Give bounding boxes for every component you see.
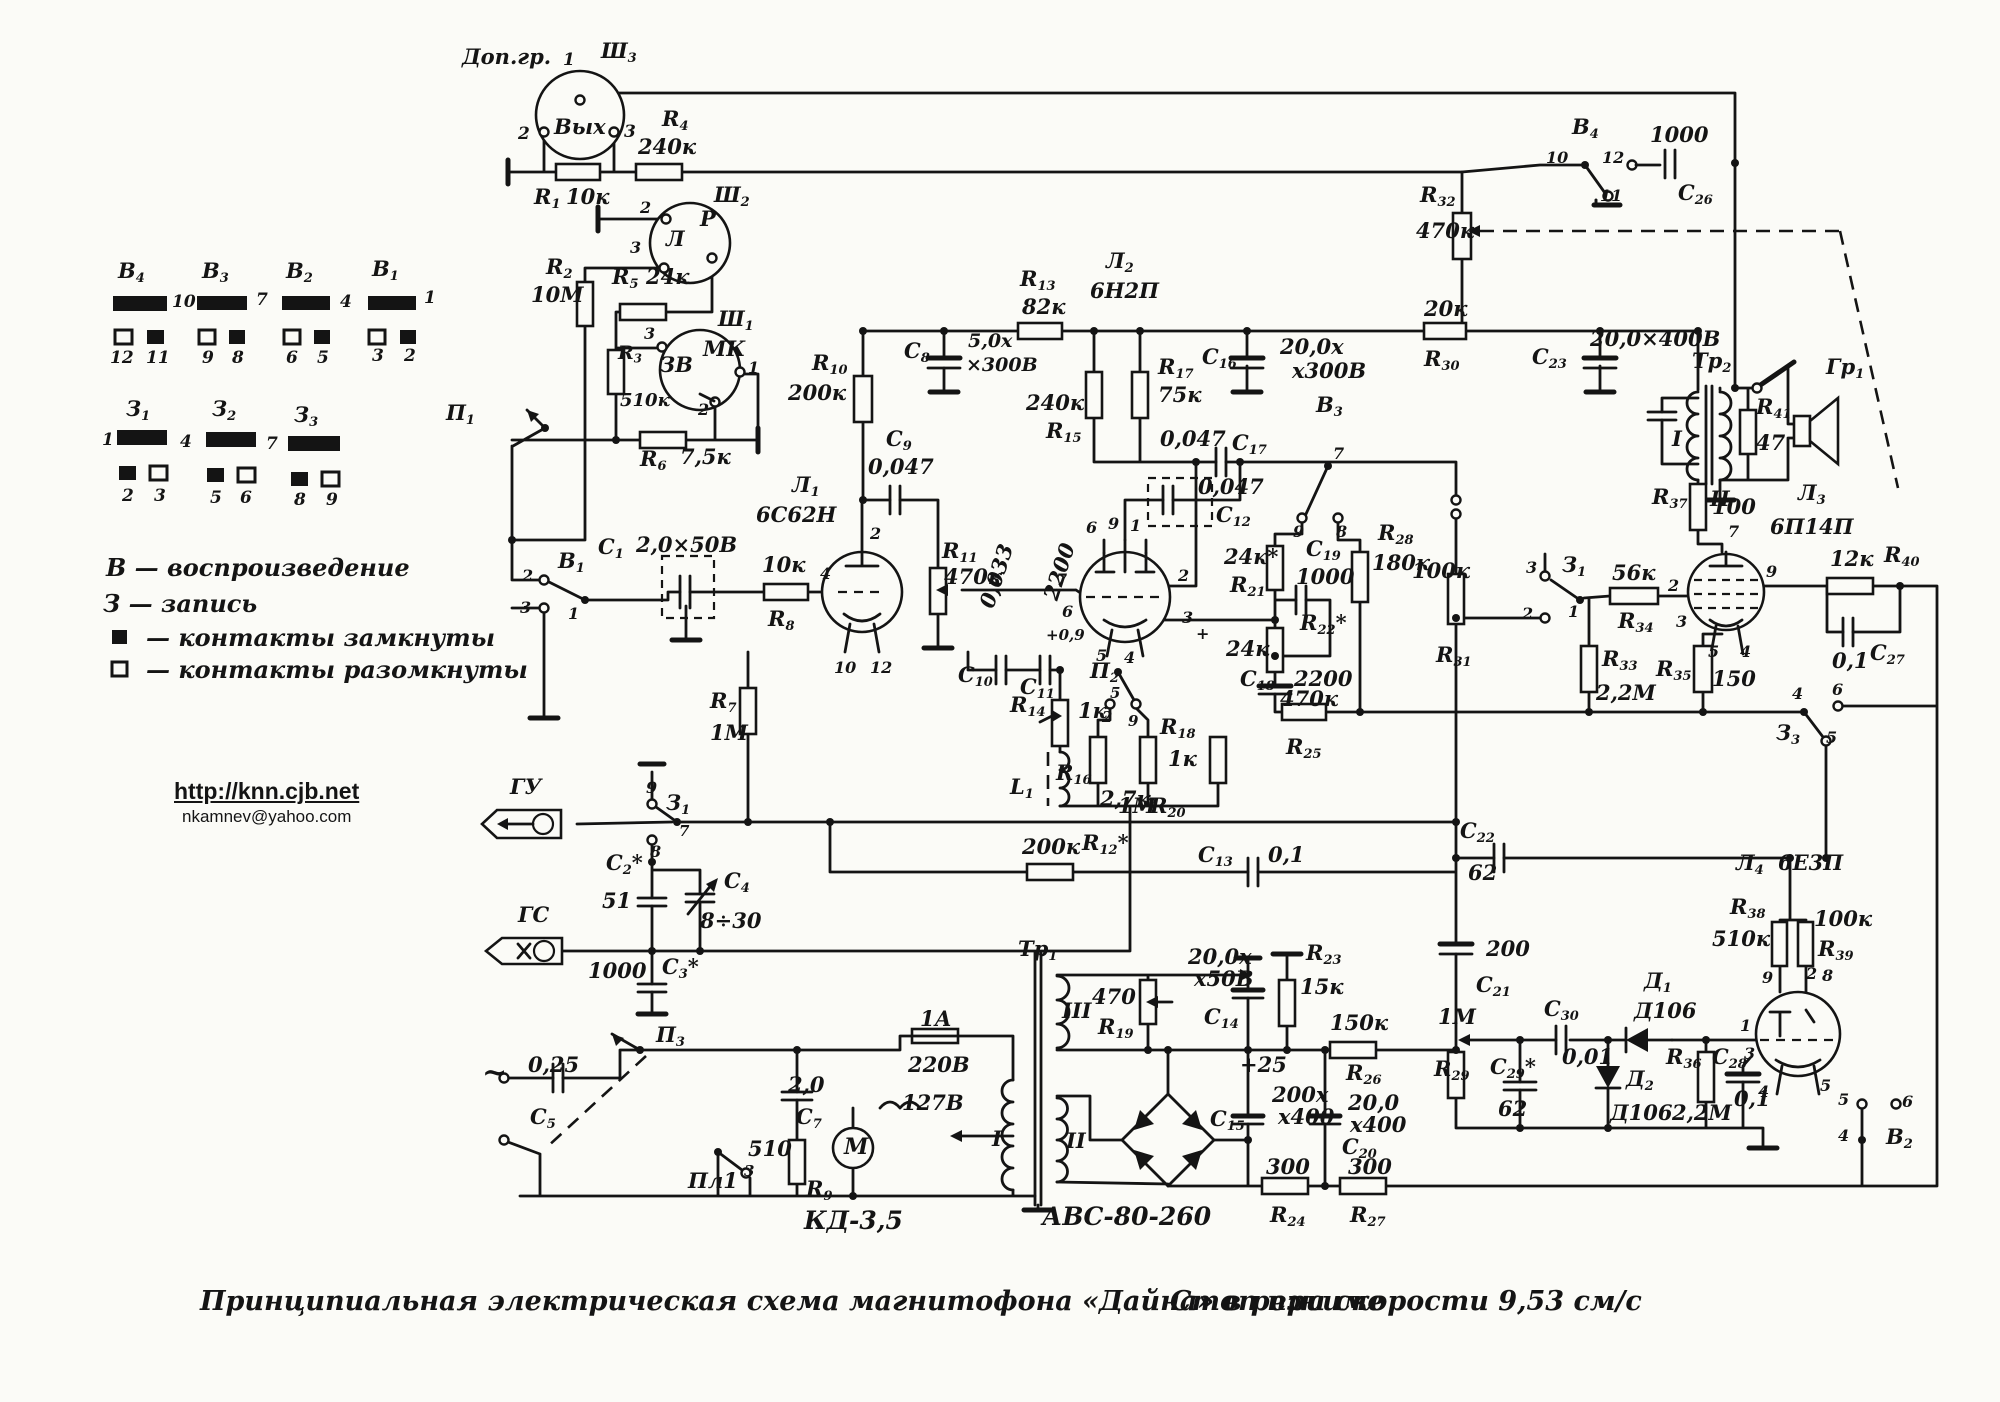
junction-dots (508, 159, 1904, 1200)
tube-l4 (1754, 990, 1842, 1096)
diode-d2 (1594, 1066, 1622, 1090)
motor-kd35 (831, 1027, 960, 1170)
tube-l1 (820, 550, 904, 654)
wiring (505, 91, 1939, 1198)
connector-sh3 (534, 69, 626, 161)
connector-sh2 (648, 201, 732, 285)
variable-cap-c4-arrow (686, 878, 718, 916)
transformer-tr1 (1000, 950, 1071, 1207)
diode-d1 (1624, 1026, 1674, 1054)
legend-graphics (110, 296, 416, 678)
bridge-rectifier (1120, 1092, 1216, 1188)
connector-sh1 (656, 328, 746, 412)
tube-l3 (1686, 550, 1766, 656)
capacitors (551, 148, 1855, 1126)
switches (498, 159, 1902, 1179)
head-gs (483, 936, 564, 966)
resistors (554, 162, 1875, 1196)
speaker-gr1 (1792, 395, 1840, 467)
tube-l2 (1078, 538, 1172, 658)
head-gu (480, 808, 563, 840)
transformer-tr2 (1685, 384, 1733, 486)
oscillator-coil-l1 (1058, 750, 1071, 808)
